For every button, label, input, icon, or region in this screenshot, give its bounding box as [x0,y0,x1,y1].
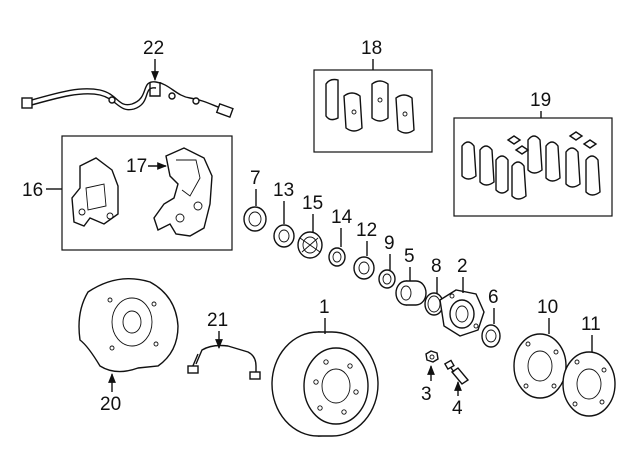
callout-5: 5 [404,246,415,267]
callout-20: 20 [100,394,121,415]
callout-1: 1 [319,297,330,318]
seal-6[interactable] [481,324,501,348]
brake-pads-hardware[interactable] [461,131,601,200]
callout-14: 14 [331,207,353,228]
bearing-13[interactable] [273,224,295,248]
callout-10: 10 [537,297,558,318]
brake-hose[interactable] [187,344,261,380]
bearing-15[interactable] [297,231,323,259]
callout-11: 11 [581,314,601,335]
caliper-bracket[interactable] [71,157,119,227]
nut-3[interactable] [425,350,439,363]
brake-rotor[interactable] [271,331,379,437]
axle-hub[interactable] [439,289,485,337]
callout-8: 8 [431,256,442,277]
ring-9[interactable] [378,269,396,289]
bolt-4[interactable] [443,359,470,385]
callout-2: 2 [457,256,468,277]
abs-sensor-wire[interactable] [21,81,234,118]
callout-15: 15 [302,193,323,214]
pad-hardware-box [453,117,613,217]
brake-pads-front[interactable] [325,78,415,134]
seal-7[interactable] [243,206,267,232]
gasket-11[interactable] [562,351,616,417]
ring-14[interactable] [328,247,346,267]
callout-17: 17 [126,156,147,177]
rotor-shield-10[interactable] [513,333,567,399]
caliper-assembly[interactable] [153,147,213,237]
callout-7: 7 [250,168,261,189]
caliper-box [61,135,233,251]
callout-3: 3 [421,384,432,405]
dust-shield[interactable] [78,277,179,373]
callout-4: 4 [452,398,463,419]
callout-9: 9 [384,233,395,254]
callout-13: 13 [273,180,294,201]
callout-12: 12 [356,220,377,241]
callout-18: 18 [361,38,382,59]
callout-21: 21 [207,310,228,331]
callout-6: 6 [488,287,499,308]
race-12[interactable] [353,256,375,280]
callout-16: 16 [22,180,43,201]
callout-22: 22 [143,38,164,59]
callout-19: 19 [530,90,551,111]
spacer-5[interactable] [395,280,427,306]
